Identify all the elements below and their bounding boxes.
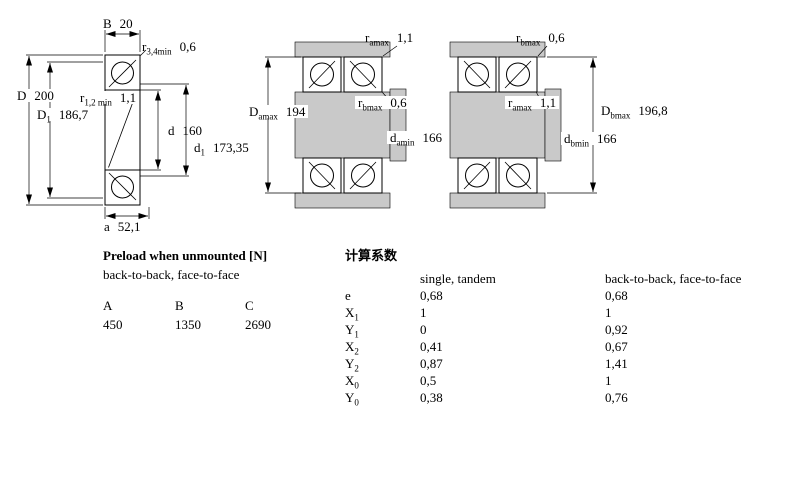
preload-col-header-b: B [175, 298, 184, 313]
factor-row-label: e [345, 288, 351, 303]
factor-value-back-to-back: 0,76 [605, 390, 628, 405]
factor-row-label: Y1 [345, 322, 359, 340]
factor-value-back-to-back: 1 [605, 373, 612, 388]
factor-row-label: X0 [345, 373, 359, 391]
preload-table-subtitle: back-to-back, face-to-face [103, 267, 240, 282]
calculation-factors-table: 计算系数 single, tandem back-to-back, face-t… [345, 248, 800, 408]
ball-icon [111, 175, 134, 199]
preload-col-header-c: C [245, 298, 254, 313]
factor-row-label: X2 [345, 339, 359, 357]
factor-value-single-tandem: 0 [420, 322, 427, 337]
factors-col-header-back-to-back: back-to-back, face-to-face [605, 271, 742, 286]
factor-value-back-to-back: 0,92 [605, 322, 628, 337]
factor-value-single-tandem: 0,41 [420, 339, 443, 354]
factor-value-back-to-back: 1,41 [605, 356, 628, 371]
factor-value-back-to-back: 0,68 [605, 288, 628, 303]
factors-col-header-single-tandem: single, tandem [420, 271, 496, 286]
factor-value-single-tandem: 0,38 [420, 390, 443, 405]
ball-icon [111, 61, 134, 85]
factor-value-single-tandem: 1 [420, 305, 427, 320]
preload-value-c: 2690 [245, 317, 271, 332]
preload-value-a: 450 [103, 317, 123, 332]
factor-value-single-tandem: 0,68 [420, 288, 443, 303]
arrangement-back-to-back [265, 41, 407, 209]
factor-value-back-to-back: 0,67 [605, 339, 628, 354]
factor-row-label: X1 [345, 305, 359, 323]
preload-col-header-a: A [103, 298, 113, 313]
arrangement-face-to-face [449, 41, 597, 209]
preload-table: Preload when unmounted [N] back-to-back,… [103, 248, 315, 331]
preload-table-title: Preload when unmounted [N] [103, 248, 268, 263]
factor-row-label: Y0 [345, 390, 359, 408]
factors-table-title: 计算系数 [345, 248, 398, 263]
preload-value-b: 1350 [175, 317, 201, 332]
factor-row-label: Y2 [345, 356, 359, 374]
single-bearing-section [104, 54, 141, 206]
factor-value-single-tandem: 0,5 [420, 373, 437, 388]
factors-corner-cell [345, 272, 420, 285]
factor-value-back-to-back: 1 [605, 305, 612, 320]
factor-value-single-tandem: 0,87 [420, 356, 443, 371]
